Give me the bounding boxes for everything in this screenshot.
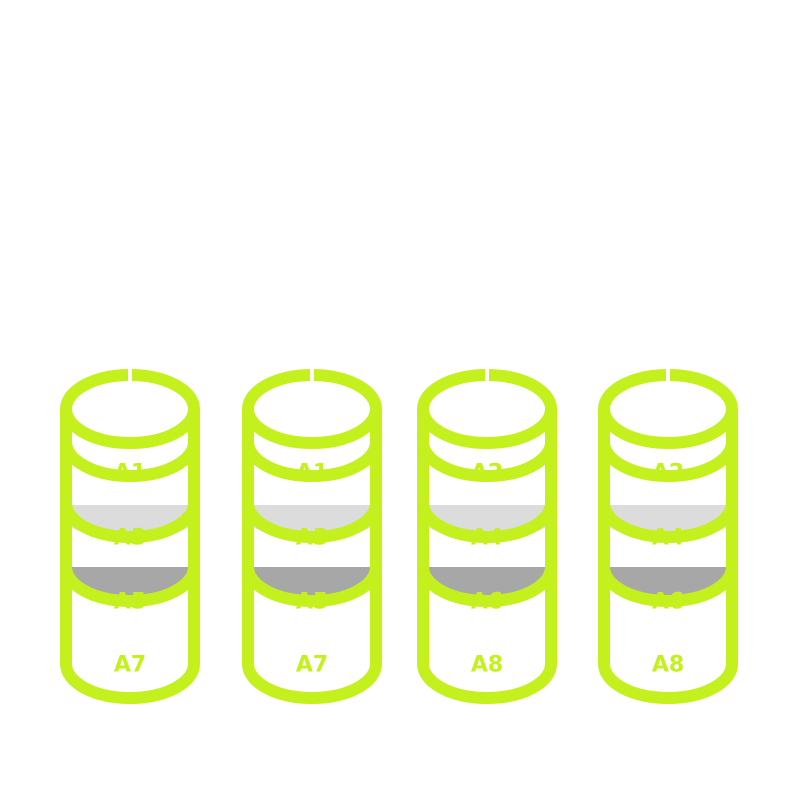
block-label: A8 [471,653,503,678]
block-label: A5 [114,590,146,615]
block-label: A7 [296,653,328,678]
disk-top [417,369,557,449]
disk-top-notch [666,367,670,383]
block-separator [598,497,738,543]
block-separator [417,436,557,482]
block-fill [66,628,194,665]
block-label: A5 [296,590,328,615]
block-fill [248,628,376,665]
block-label: A2 [652,461,684,486]
disk-body [66,409,194,698]
block-separator [60,436,200,482]
block-label: A4 [652,526,684,551]
block-label: A2 [471,461,503,486]
block-label: A6 [471,590,503,615]
block-label: A6 [652,590,684,615]
block-separator [242,561,382,607]
disk-top [598,369,738,449]
block-label: A1 [296,461,328,486]
block-fill [423,628,551,665]
disk-top [60,369,200,449]
block-separator [242,497,382,543]
disk-top-notch [310,367,314,383]
block-label: A3 [296,526,328,551]
disk-top [242,369,382,449]
block-separator [242,436,382,482]
block-separator [417,497,557,543]
disk-body [604,409,732,698]
block-separator [598,561,738,607]
block-separator [60,561,200,607]
block-separator [598,436,738,482]
disk-bottom [60,658,200,704]
disk-bottom [242,658,382,704]
disk-body [248,409,376,698]
block-label: A8 [652,653,684,678]
block-label: A4 [471,526,503,551]
block-label: A7 [114,653,146,678]
disk-top-notch [485,367,489,383]
block-separator [60,497,200,543]
block-fill [604,628,732,665]
disk-bottom [598,658,738,704]
block-label: A3 [114,526,146,551]
disk-body [423,409,551,698]
disk-bottom [417,658,557,704]
disk-top-notch [128,367,132,383]
block-label: A1 [114,461,146,486]
block-separator [417,561,557,607]
